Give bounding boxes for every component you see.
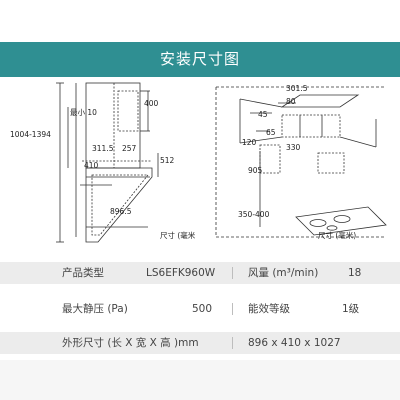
spec-value-dimensions: 896 x 410 x 1027 [248,337,341,349]
spec-label-product-type: 产品类型 [62,267,104,279]
hood-panel [91,174,149,236]
top-blank-area [0,0,400,42]
mount-block-right [317,152,345,174]
dim-65: 65 [266,128,276,137]
burner-right [333,215,351,223]
dim-80: 80 [286,97,296,106]
dim-896-5: 896.5 [110,207,132,216]
dim-400: 400 [144,99,159,108]
spec-label-airflow: 风量 (m³/min) [248,267,319,279]
dim-905: 905 [248,166,263,175]
top-bracket [280,94,360,108]
dim-257: 257 [122,144,137,153]
page-title: 安装尺寸图 [0,42,400,77]
dim-330: 330 [286,143,301,152]
spec-row-3: 外形尺寸 (长 X 宽 X 高 )mm 896 x 410 x 1027 [0,332,400,354]
dim-45: 45 [258,110,268,119]
left-side-view-diagram: 400 最小 10 1004-1394 311.5 257 410 512 89… [10,82,196,243]
spec-divider [232,303,233,315]
dim-410: 410 [84,161,99,170]
cooktop [295,206,387,236]
spec-label-static-pressure: 最大静压 (Pa) [62,303,128,315]
spec-divider [232,337,233,349]
spec-label-efficiency: 能效等级 [248,303,290,315]
spec-label-dimensions: 外形尺寸 (长 X 宽 X 高 )mm [62,337,199,349]
mount-block-left [259,144,281,174]
dim-120: 120 [242,138,257,147]
spec-row-1: 产品类型 LS6EFK960W 风量 (m³/min) 18 [0,262,400,284]
chimney-mount-frame [281,114,341,138]
burner-front [326,225,338,231]
chimney-outline [85,82,141,169]
dim-301-5: 301.5 [286,84,308,93]
installation-diagrams: 400 最小 10 1004-1394 311.5 257 410 512 89… [0,77,400,252]
dim-311-5: 311.5 [92,144,114,153]
spec-value-product-type: LS6EFK960W [146,267,216,279]
spec-row-2: 最大静压 (Pa) 500 能效等级 1级 [0,298,400,320]
footer-area [0,360,400,400]
dim-350-400: 350-400 [238,210,270,219]
chimney-top-section [117,90,139,132]
spec-value-airflow: 18 [348,267,362,279]
dim-512: 512 [160,156,175,165]
right-unit-label: 尺寸 (毫米) [318,230,356,240]
spec-divider [232,267,233,279]
burner-left [309,219,327,227]
spec-value-efficiency: 1级 [342,303,360,315]
dim-height-range: 1004-1394 [10,130,51,139]
dim-min10: 最小 10 [70,108,97,117]
hood-body [85,167,153,243]
left-unit-label: 尺寸 (毫米 [160,230,196,240]
right-front-view-diagram: 301.5 80 45 65 120 330 905 350-400 尺寸 (毫… [215,84,387,240]
spec-value-static-pressure: 500 [192,303,213,315]
